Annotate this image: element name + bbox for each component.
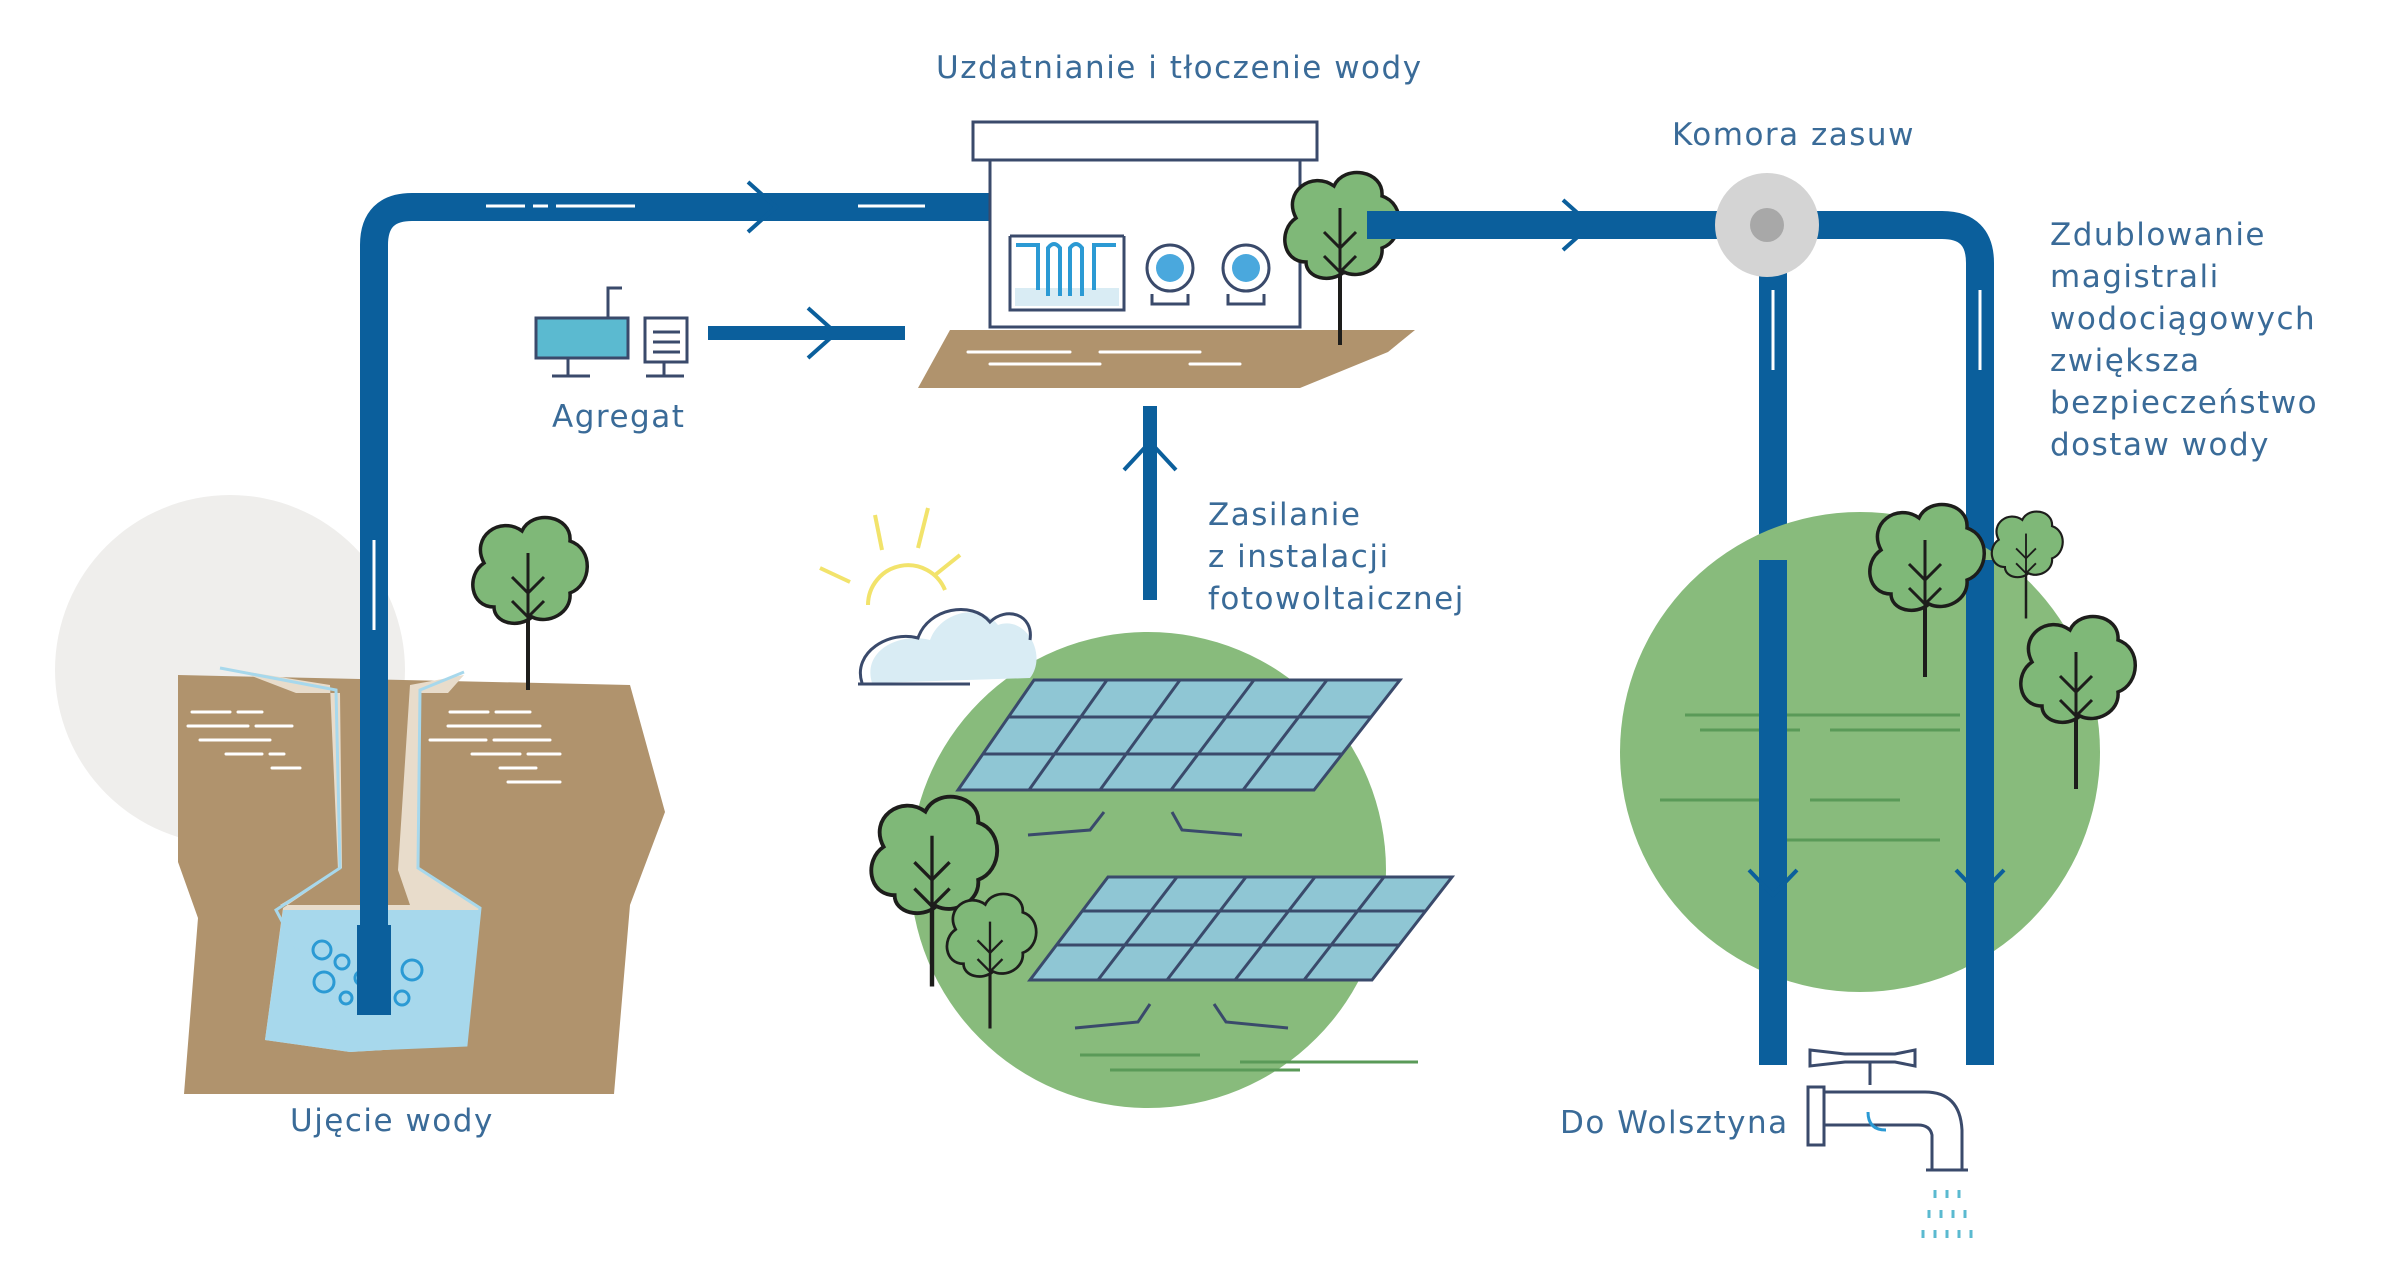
tree-icon <box>1282 170 1402 347</box>
duplication-line-1: Zdublowanie <box>2050 217 2267 253</box>
sun-icon <box>819 507 962 606</box>
pv-power-line-2: z instalacji <box>1208 539 1390 575</box>
flow-arrow <box>1122 439 1178 472</box>
main-pipe <box>360 193 998 1008</box>
duplication-label: Zdublowanie magistrali wodociągowych zwi… <box>2050 214 2318 466</box>
water-drops-icon <box>1921 1190 1973 1238</box>
tree-icon <box>470 515 590 692</box>
flow-arrow <box>1747 868 1799 898</box>
cloud-icon <box>858 608 1037 686</box>
green-circle <box>1620 512 2100 992</box>
duplication-line-5: bezpieczeństwo <box>2050 385 2319 421</box>
treatment-label: Uzdatnianie i tłoczenie wody <box>936 50 1423 86</box>
generator-icon <box>534 286 689 378</box>
duplication-line-3: wodociągowych <box>2050 301 2317 337</box>
generator-label: Agregat <box>552 399 686 435</box>
duplication-line-4: zwiększa <box>2050 343 2201 379</box>
pv-power-line-1: Zasilanie <box>1208 497 1362 533</box>
flow-arrow <box>1954 868 2006 898</box>
main-pipe <box>1790 211 1994 1065</box>
water-intake-label: Ujęcie wody <box>290 1103 494 1139</box>
pump-icon <box>1221 243 1271 306</box>
solar-panel-icon <box>955 678 1404 837</box>
duplication-line-6: dostaw wody <box>2050 427 2270 463</box>
flow-arrow <box>1561 198 1595 252</box>
pv-power-label: Zasilanie z instalacji fotowoltaicznej <box>1208 494 1465 620</box>
pv-power-line-3: fotowoltaicznej <box>1208 581 1465 617</box>
solar-panel-icon <box>1026 875 1456 1030</box>
faucet-icon <box>1806 1048 1968 1172</box>
well-outline <box>219 666 482 1052</box>
flow-arrow <box>806 306 840 360</box>
to-wolsztyn-label: Do Wolsztyna <box>1560 1105 1789 1141</box>
pump-icon <box>1145 243 1195 306</box>
building-icon <box>918 120 1415 388</box>
valve-icon <box>1715 173 1819 277</box>
flow-arrow <box>746 180 780 234</box>
duplication-line-2: magistrali <box>2050 259 2220 295</box>
pump-icon <box>357 925 391 1015</box>
valve-chamber-label: Komora zasuw <box>1672 117 1915 153</box>
